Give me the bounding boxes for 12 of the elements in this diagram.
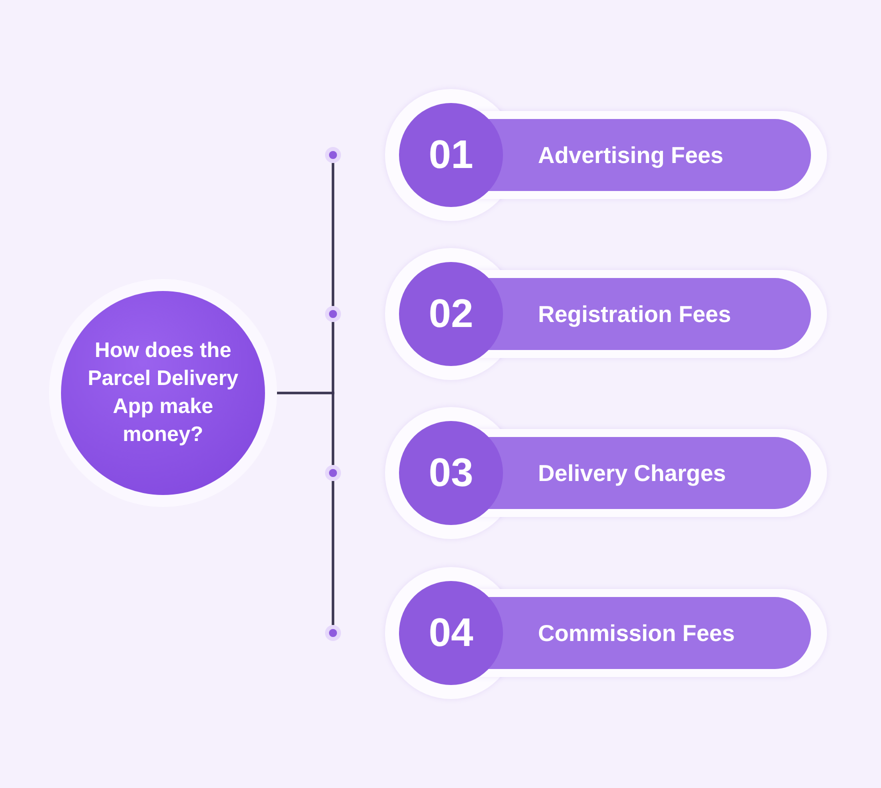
- topic-circle: How does the Parcel Delivery App make money?: [61, 291, 265, 495]
- timeline-dot: [325, 465, 341, 481]
- list-item-card: [385, 89, 827, 221]
- timeline-dot: [325, 625, 341, 641]
- timeline-dot: [325, 306, 341, 322]
- list-item-card: [385, 248, 827, 380]
- timeline-dot: [325, 147, 341, 163]
- connector-line: [332, 322, 334, 465]
- connector-line: [332, 481, 334, 625]
- list-item-card: [385, 567, 827, 699]
- list-item-card: [385, 407, 827, 539]
- connector-line: [332, 163, 334, 306]
